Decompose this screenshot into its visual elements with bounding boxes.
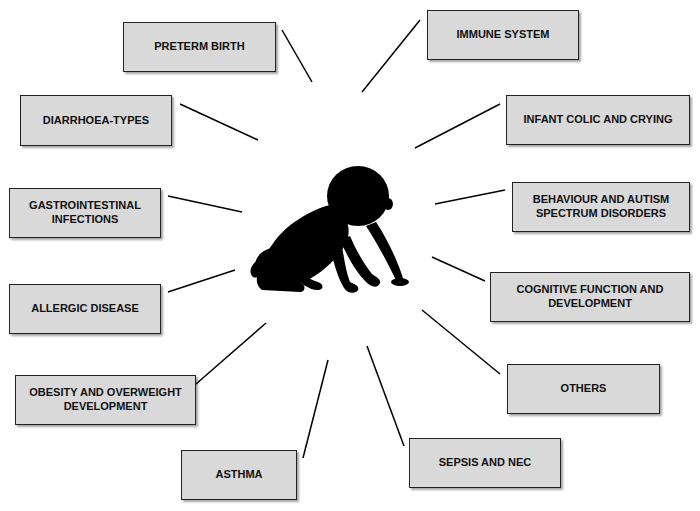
leader-line xyxy=(282,30,312,82)
leader-line xyxy=(362,20,420,92)
topic-box: BEHAVIOUR AND AUTISM SPECTRUM DISORDERS xyxy=(512,182,690,232)
leader-line xyxy=(168,196,242,212)
leader-line xyxy=(435,190,505,204)
topic-label: ALLERGIC DISEASE xyxy=(31,302,139,316)
topic-label: DIARRHOEA-TYPES xyxy=(43,114,149,128)
topic-label: GASTROINTESTINAL INFECTIONS xyxy=(18,199,152,227)
topic-label: OBESITY AND OVERWEIGHT DEVELOPMENT xyxy=(24,386,187,414)
leader-line xyxy=(180,104,258,140)
topic-label: OTHERS xyxy=(561,382,607,396)
leader-line xyxy=(415,104,500,148)
topic-label: SEPSIS AND NEC xyxy=(439,456,532,470)
topic-box: ALLERGIC DISEASE xyxy=(9,284,161,334)
topic-label: BEHAVIOUR AND AUTISM SPECTRUM DISORDERS xyxy=(521,193,681,221)
topic-box: SEPSIS AND NEC xyxy=(409,438,561,488)
baby-silhouette xyxy=(250,166,409,293)
leader-line xyxy=(432,257,485,281)
topic-box: INFANT COLIC AND CRYING xyxy=(506,95,690,145)
leader-line xyxy=(422,310,500,374)
topic-box: OTHERS xyxy=(507,364,660,414)
topic-label: PRETERM BIRTH xyxy=(154,40,244,54)
topic-box: PRETERM BIRTH xyxy=(123,22,276,72)
topic-box: GASTROINTESTINAL INFECTIONS xyxy=(9,188,161,238)
topic-box: COGNITIVE FUNCTION AND DEVELOPMENT xyxy=(490,272,690,322)
topic-box: IMMUNE SYSTEM xyxy=(427,10,579,60)
topic-label: IMMUNE SYSTEM xyxy=(457,28,550,42)
leader-line xyxy=(196,323,266,384)
leader-line xyxy=(367,346,404,446)
topic-box: ASTHMA xyxy=(181,450,297,500)
leader-line xyxy=(303,360,328,458)
topic-box: OBESITY AND OVERWEIGHT DEVELOPMENT xyxy=(15,375,196,425)
topic-label: COGNITIVE FUNCTION AND DEVELOPMENT xyxy=(499,283,681,311)
topic-box: DIARRHOEA-TYPES xyxy=(20,95,172,146)
topic-label: INFANT COLIC AND CRYING xyxy=(524,113,673,127)
leader-line xyxy=(168,270,235,292)
leader-lines xyxy=(168,20,505,458)
topic-label: ASTHMA xyxy=(215,468,262,482)
